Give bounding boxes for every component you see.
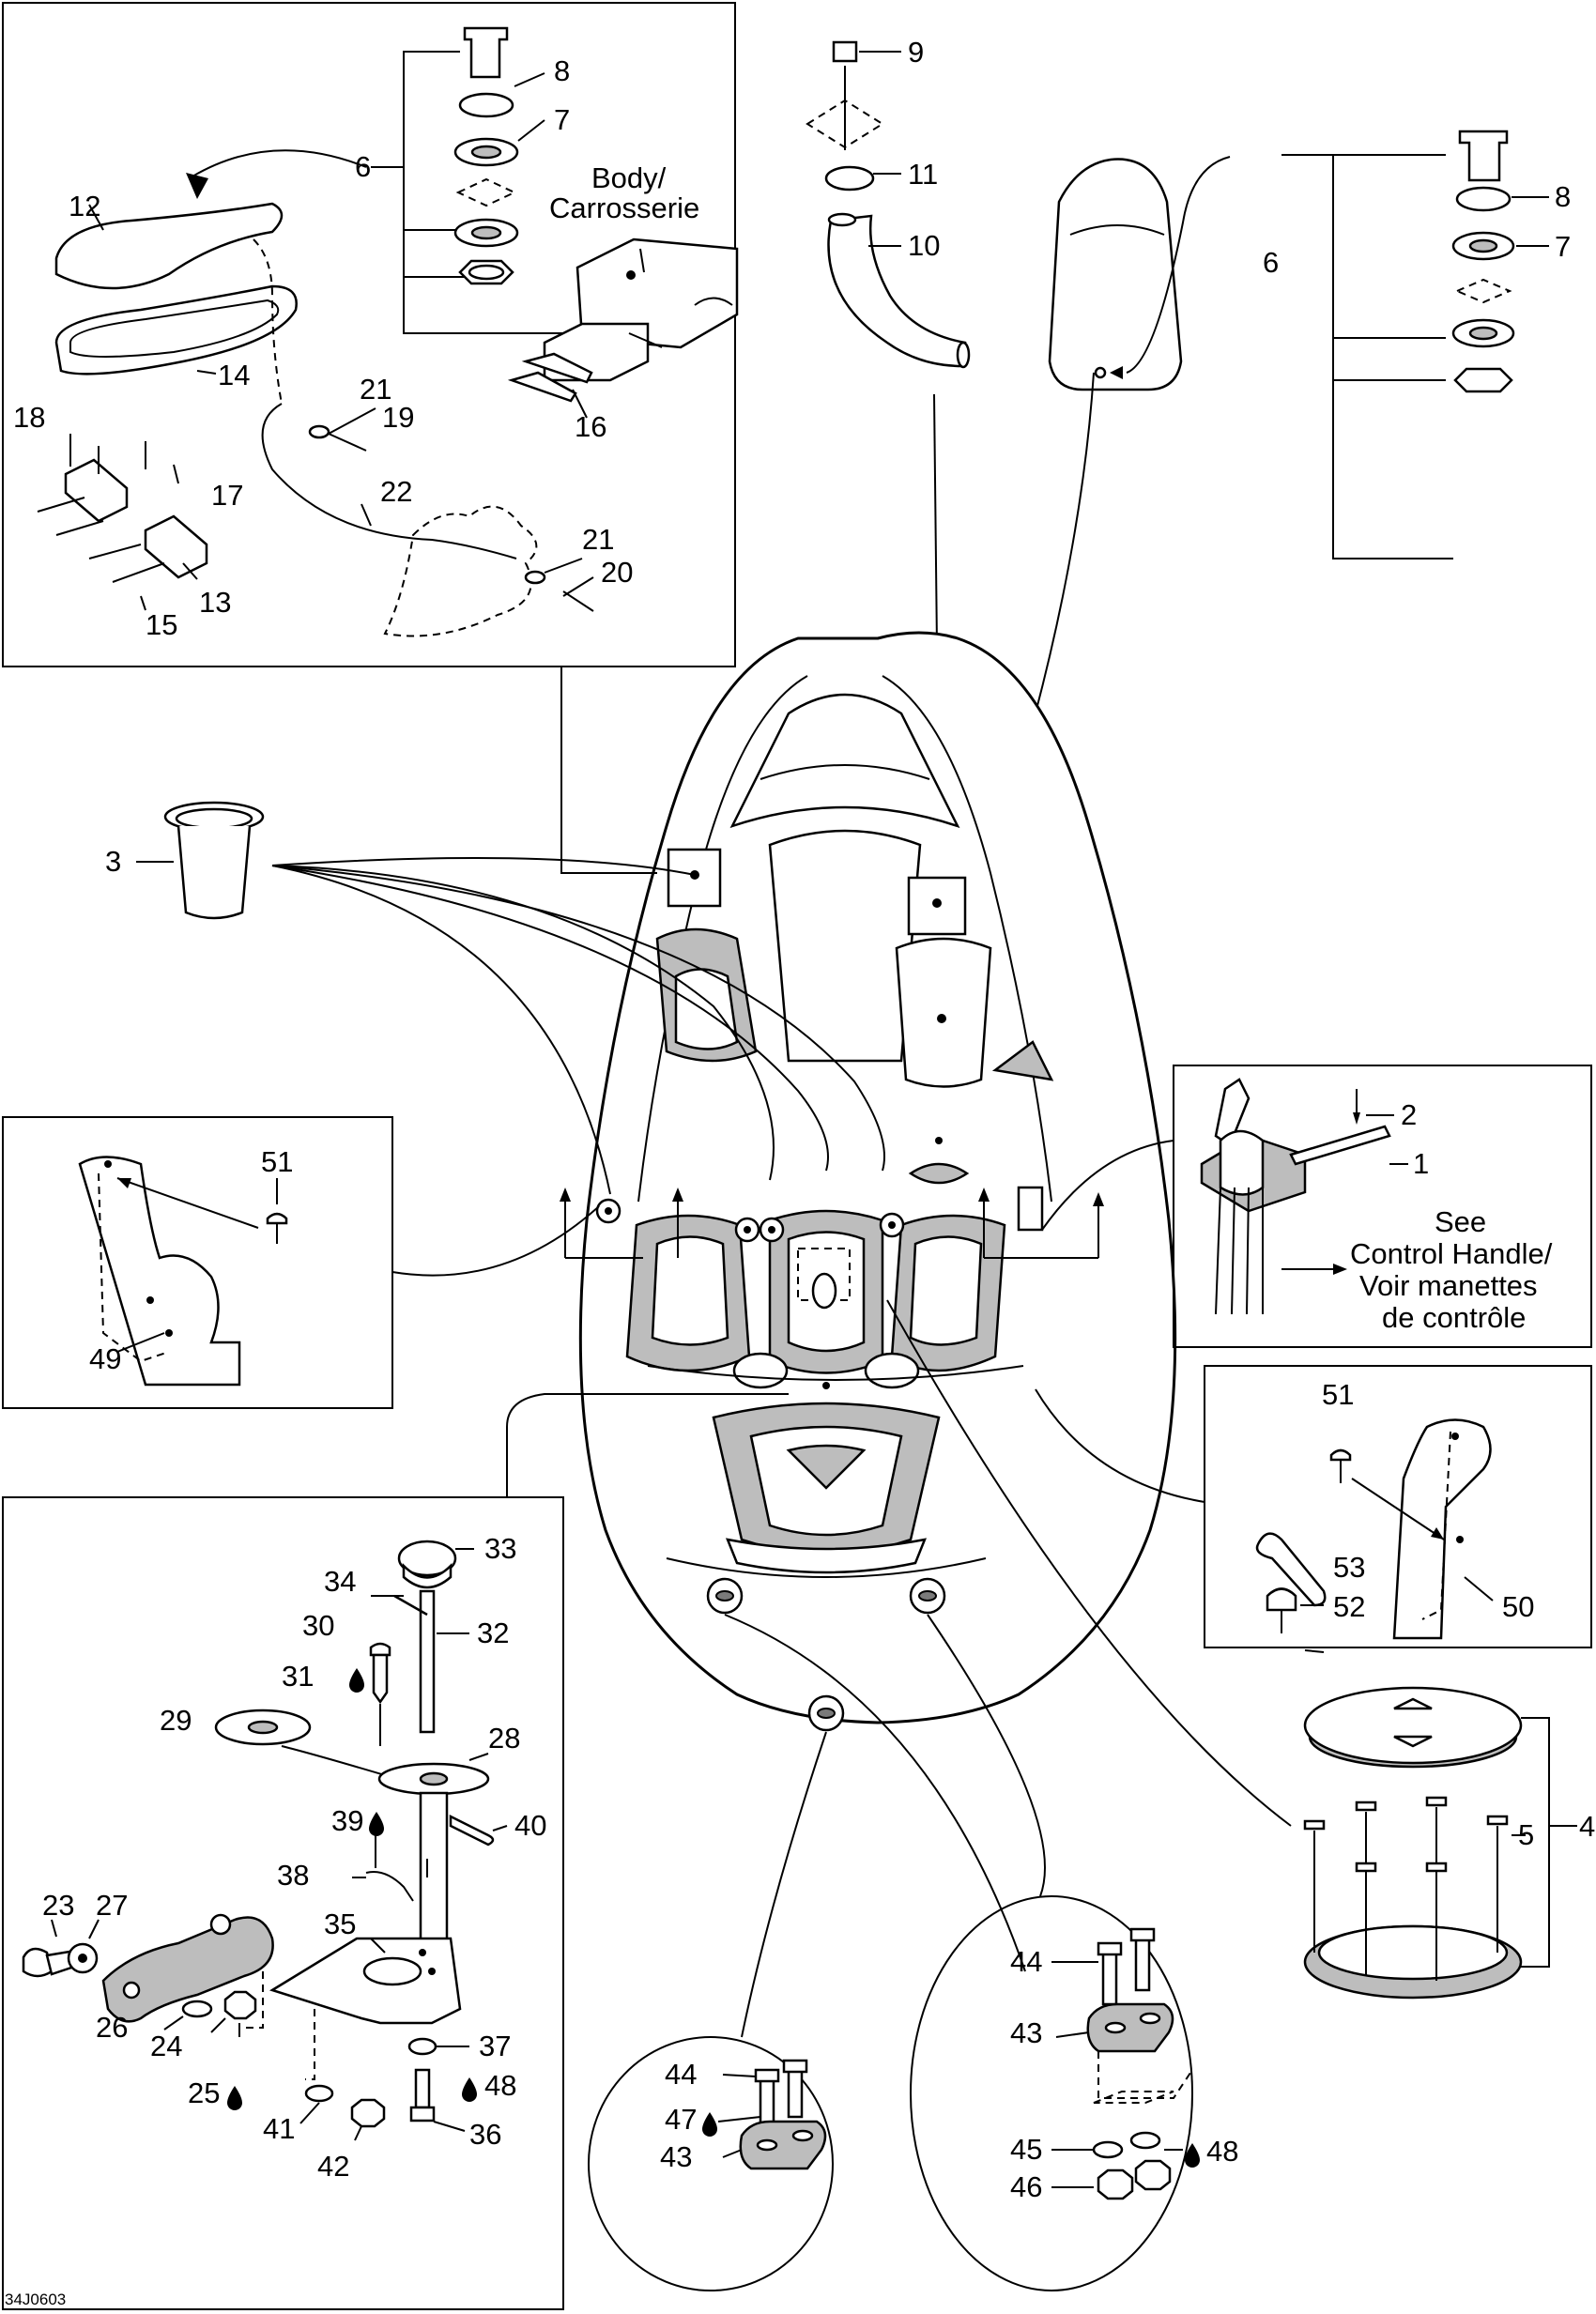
callout-35: 35 bbox=[324, 1908, 356, 1940]
callout-14: 14 bbox=[218, 359, 250, 391]
callout-52: 52 bbox=[1333, 1590, 1365, 1623]
callout-20: 20 bbox=[601, 556, 633, 589]
droplet-icon bbox=[1185, 2143, 1200, 2168]
callout-11: 11 bbox=[908, 158, 938, 191]
callout-29: 29 bbox=[160, 1704, 192, 1737]
figure-code: 34J0603 bbox=[5, 2291, 66, 2308]
callout-44a: 44 bbox=[665, 2058, 697, 2091]
callout-27: 27 bbox=[96, 1889, 128, 1922]
callout-53: 53 bbox=[1333, 1551, 1365, 1584]
body-label-line1: Body/ bbox=[591, 161, 667, 194]
callout-46: 46 bbox=[1010, 2170, 1042, 2203]
callout-36: 36 bbox=[469, 2118, 501, 2151]
callout-26: 26 bbox=[96, 2011, 128, 2044]
callout-6a: 6 bbox=[355, 150, 371, 183]
callout-39: 39 bbox=[331, 1804, 363, 1837]
callout-12: 12 bbox=[69, 190, 100, 222]
see-label-line1: See bbox=[1435, 1205, 1486, 1238]
callout-37: 37 bbox=[479, 2030, 511, 2062]
callout-23: 23 bbox=[42, 1889, 74, 1922]
callout-7b: 7 bbox=[1555, 230, 1571, 263]
callout-50: 50 bbox=[1502, 1590, 1534, 1623]
callout-31: 31 bbox=[282, 1660, 314, 1693]
callout-25: 25 bbox=[188, 2076, 220, 2109]
callout-40: 40 bbox=[514, 1809, 546, 1842]
callout-8b: 8 bbox=[1555, 180, 1571, 213]
callout-47: 47 bbox=[665, 2103, 697, 2136]
callout-16: 16 bbox=[575, 410, 606, 443]
callout-8a: 8 bbox=[554, 54, 570, 87]
callout-51b: 51 bbox=[1322, 1378, 1354, 1411]
see-label-line4: de contrôle bbox=[1382, 1301, 1526, 1334]
callout-10: 10 bbox=[908, 229, 940, 262]
cup-holder-3 bbox=[136, 667, 885, 1195]
callout-49: 49 bbox=[89, 1342, 121, 1375]
bracket-49-box bbox=[2, 1116, 600, 1409]
callout-7a: 7 bbox=[554, 103, 570, 136]
control-handle-box bbox=[1041, 1065, 1592, 1348]
callout-labels: 1 2 3 4 5 6 6 7 7 8 8 9 10 11 12 13 14 1… bbox=[13, 36, 1595, 2203]
hatch-cover-assembly bbox=[886, 1299, 1577, 2000]
droplet-icon bbox=[349, 1668, 364, 1693]
callout-21b: 21 bbox=[582, 523, 614, 556]
hull-top-view bbox=[560, 631, 1177, 1732]
callout-5: 5 bbox=[1518, 1818, 1534, 1851]
bracket-50-box bbox=[1035, 1365, 1592, 1653]
callout-44b: 44 bbox=[1010, 1945, 1042, 1978]
callout-33: 33 bbox=[484, 1532, 516, 1565]
callout-13: 13 bbox=[199, 586, 231, 619]
callout-24: 24 bbox=[150, 2030, 182, 2062]
callout-21a: 21 bbox=[360, 373, 391, 406]
callout-18: 18 bbox=[13, 401, 45, 434]
droplet-icon bbox=[462, 2077, 477, 2102]
callout-48a: 48 bbox=[484, 2069, 516, 2102]
callout-42: 42 bbox=[317, 2150, 349, 2183]
throttle-shaft-box bbox=[2, 1393, 789, 2310]
callout-9: 9 bbox=[908, 36, 924, 69]
callout-2: 2 bbox=[1401, 1098, 1417, 1131]
callout-17: 17 bbox=[211, 479, 243, 512]
storage-cover-assembly bbox=[938, 130, 1549, 1012]
see-label-line3: Voir manettes bbox=[1359, 1269, 1538, 1302]
text-annotations: Body/ Carrosserie See Control Handle/ Vo… bbox=[5, 161, 1553, 2308]
callout-48b: 48 bbox=[1206, 2135, 1238, 2168]
droplet-icon bbox=[227, 2086, 242, 2110]
callout-34: 34 bbox=[324, 1565, 356, 1598]
callout-22: 22 bbox=[380, 475, 412, 508]
callout-32: 32 bbox=[477, 1617, 509, 1649]
callout-30: 30 bbox=[302, 1609, 334, 1642]
callout-45: 45 bbox=[1010, 2133, 1042, 2166]
callout-28: 28 bbox=[488, 1722, 520, 1755]
callout-51a: 51 bbox=[261, 1145, 293, 1178]
callout-1: 1 bbox=[1413, 1147, 1429, 1180]
handle-detail-circles bbox=[588, 1614, 1193, 2291]
droplet-icon bbox=[369, 1812, 384, 1836]
callout-41: 41 bbox=[263, 2112, 295, 2145]
callout-19: 19 bbox=[382, 401, 414, 434]
callout-6b: 6 bbox=[1263, 246, 1279, 279]
droplet-icon bbox=[702, 2112, 717, 2137]
seat-detail-box bbox=[2, 2, 739, 667]
callout-3: 3 bbox=[105, 845, 121, 878]
callout-43a: 43 bbox=[660, 2140, 692, 2173]
body-label-line2: Carrosserie bbox=[549, 192, 699, 224]
callout-38: 38 bbox=[277, 1859, 309, 1892]
see-label-line2: Control Handle/ bbox=[1350, 1237, 1553, 1270]
callout-43b: 43 bbox=[1010, 2016, 1042, 2049]
callout-4: 4 bbox=[1579, 1810, 1595, 1843]
callout-15: 15 bbox=[146, 608, 177, 641]
